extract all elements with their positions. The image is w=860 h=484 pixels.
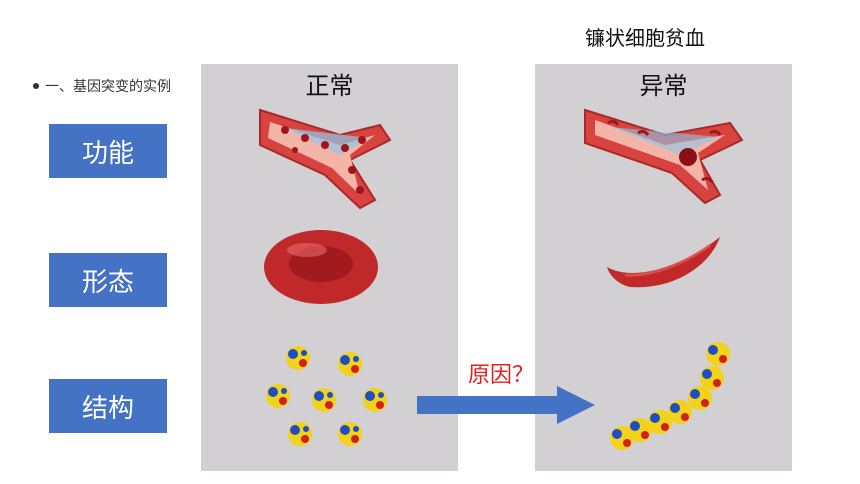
bullet-text: 一、基因突变的实例 bbox=[45, 79, 171, 95]
bullet-icon bbox=[33, 83, 39, 89]
normal-title: 正常 bbox=[305, 72, 354, 100]
section-bullet: 一、基因突变的实例 bbox=[33, 76, 171, 96]
label-shape: 形态 bbox=[49, 253, 167, 307]
reason-question: 原因？ bbox=[468, 363, 535, 388]
right-arrow-icon bbox=[417, 386, 595, 424]
normal-red-blood-cell bbox=[264, 230, 378, 304]
normal-hemoglobin-cluster bbox=[266, 346, 387, 446]
sickle-vessel-illustration bbox=[584, 108, 744, 205]
abnormal-title: 异常 bbox=[639, 72, 688, 100]
normal-vessel-illustration bbox=[259, 108, 392, 210]
sickle-red-blood-cell bbox=[607, 237, 720, 288]
sickle-hemoglobin-chain bbox=[610, 342, 730, 450]
label-structure: 结构 bbox=[49, 379, 167, 433]
label-function: 功能 bbox=[49, 124, 167, 178]
page-title: 镰状细胞贫血 bbox=[585, 26, 705, 50]
